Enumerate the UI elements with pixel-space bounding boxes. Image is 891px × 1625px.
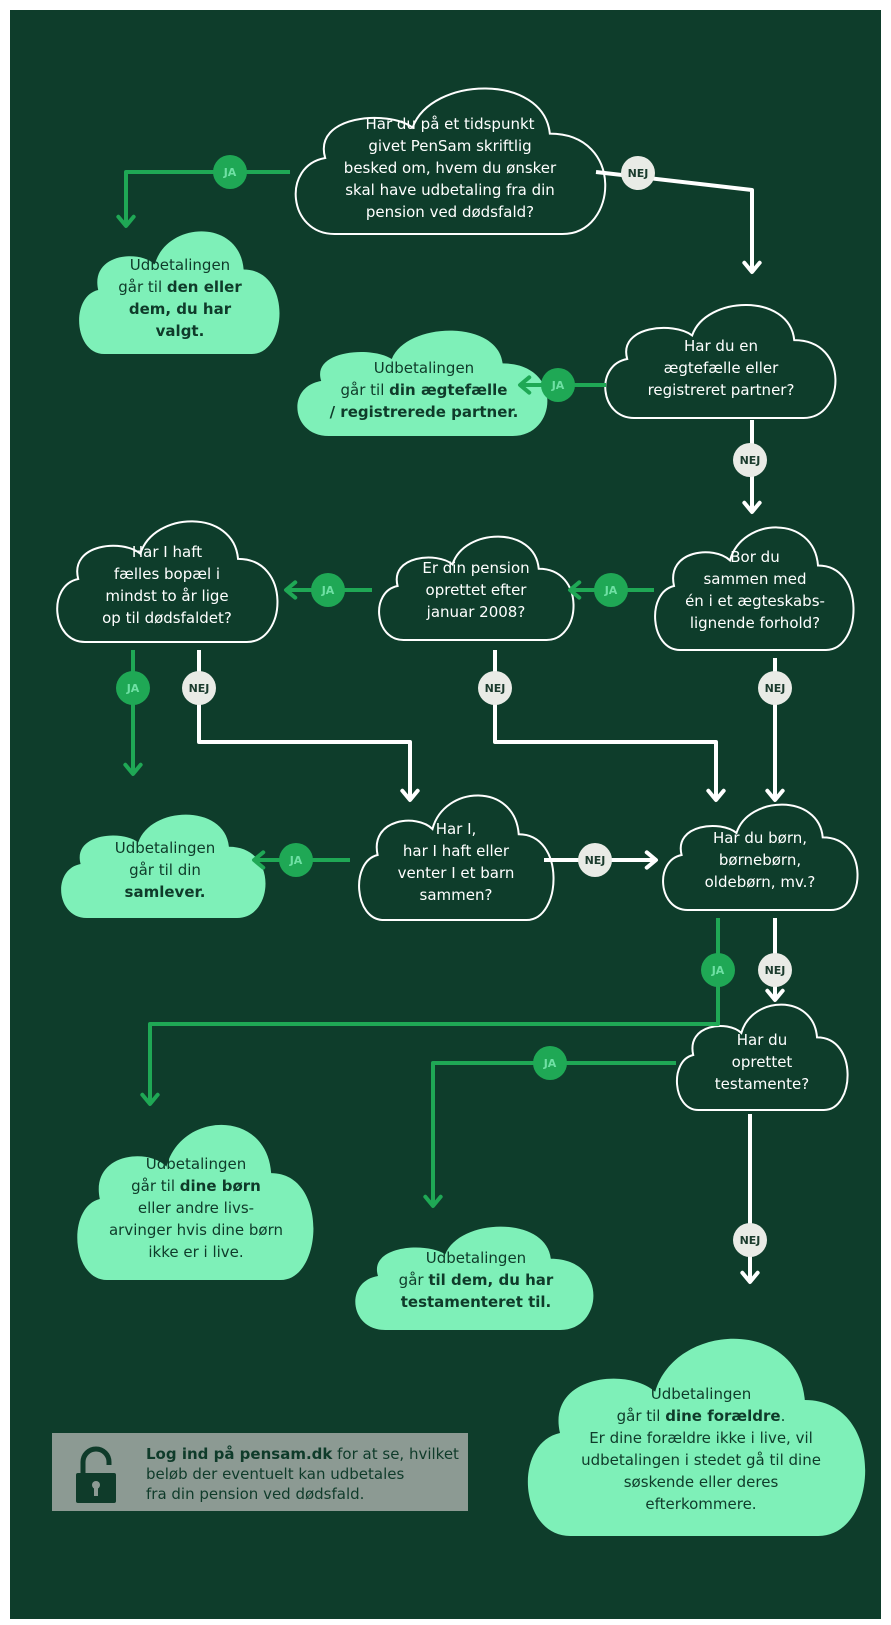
question-pension-date: Er din pension oprettet efter januar 200… xyxy=(422,559,530,621)
cloud-question-shared-residence xyxy=(56,520,279,643)
answer-bold-text: dine forældre xyxy=(665,1407,781,1425)
nej-badge-q7: NEJ xyxy=(758,953,792,987)
answer-children: Udbetalingen går til dine børn eller and… xyxy=(86,1148,306,1268)
answer-testament: Udbetalingen går til dem, du har testame… xyxy=(376,1240,576,1320)
cloud-question-cohabiting xyxy=(654,526,855,651)
cloud-question-shared-child xyxy=(358,794,555,921)
answer-text: Udbetalingen går til xyxy=(616,1385,752,1425)
question-written-notice: Har du på et tidspunkt givet PenSam skri… xyxy=(343,115,557,221)
arrow-q7-ja xyxy=(140,918,720,1106)
question-spouse: Har du en ægtefælle eller registreret pa… xyxy=(647,337,795,399)
answer-bold-text: samlever. xyxy=(124,883,206,901)
ja-badge-q2: JA xyxy=(541,368,575,402)
arrow-q8-nej-head xyxy=(740,1270,760,1284)
arrow-q2-nej-head xyxy=(742,500,762,514)
question-descendants: Har du børn, børnebørn, oldebørn, mv.? xyxy=(704,829,816,891)
answer-text: Udbetalingen går xyxy=(398,1249,527,1289)
cloud-answer-chosen-beneficiaries xyxy=(79,231,280,354)
question-cohabiting: Bor du sammen med én i et ægteskabs- lig… xyxy=(685,548,825,632)
arrow-q3-ja-head xyxy=(568,580,582,600)
arrow-q5-ja xyxy=(123,650,143,776)
ja-badge-q7: JA xyxy=(701,953,735,987)
answer-text: Udbetalingen går til xyxy=(131,1155,247,1195)
arrow-q1-nej-head xyxy=(742,260,762,274)
answer-parents: Udbetalingen går til dine forældre. Er d… xyxy=(556,1374,846,1524)
arrow-q5-nej xyxy=(197,650,420,802)
arrow-q1-nej xyxy=(595,170,762,274)
arrow-q8-ja xyxy=(423,1061,676,1208)
ja-badge-q5: JA xyxy=(116,671,150,705)
arrow-q3-nej-head xyxy=(765,788,785,802)
nej-badge-q3: NEJ xyxy=(758,671,792,705)
nej-badge-q2: NEJ xyxy=(733,443,767,477)
arrow-q7-nej-head xyxy=(765,988,785,1002)
answer-text: Udbetalingen går til din xyxy=(114,839,216,879)
arrow-q4-nej xyxy=(493,650,726,802)
arrow-q4-ja-head xyxy=(284,580,298,600)
login-info-rest: for at se, hvilket beløb der eventuelt k… xyxy=(146,1445,459,1503)
answer-text-tail: eller andre livs- arvinger hvis dine bør… xyxy=(108,1199,284,1261)
ja-badge-q3: JA xyxy=(594,573,628,607)
cloud-question-testament xyxy=(675,1003,849,1111)
answer-text: Udbetalingen går til xyxy=(340,359,475,399)
question-shared-child: Har I, har I haft eller venter I et barn… xyxy=(397,820,515,904)
arrow-q1-ja xyxy=(116,170,290,228)
cloud-answer-spouse xyxy=(297,330,548,436)
login-info-box xyxy=(52,1433,468,1511)
answer-bold-text: dine børn xyxy=(179,1177,261,1195)
arrow-q5-nej-head xyxy=(400,788,420,802)
answer-text: Udbetalingen går til xyxy=(118,256,231,296)
cloud-answer-children xyxy=(77,1124,314,1280)
answer-chosen-beneficiaries-text: Udbetalingen går til den eller dem, du h… xyxy=(90,248,270,348)
cloud-answer-parents xyxy=(527,1338,866,1536)
answer-text-tail: . Er dine forældre ikke i live, vil udbe… xyxy=(581,1407,821,1513)
answer-bold-text: din ægtefælle / registrerede partner. xyxy=(329,381,519,421)
cloud-answer-testament xyxy=(355,1226,594,1330)
arrow-q8-ja-head xyxy=(423,1194,443,1208)
nej-badge-q1: NEJ xyxy=(621,156,655,190)
arrow-q1-ja-head xyxy=(116,214,136,228)
answer-cohabitant: Udbetalingen går til din samlever. xyxy=(80,830,250,910)
login-info-text: Log ind på pensam.dk for at se, hvilket … xyxy=(146,1444,466,1504)
cloud-question-spouse xyxy=(604,304,837,419)
ja-badge-q1: JA xyxy=(213,155,247,189)
nej-badge-q4: NEJ xyxy=(478,671,512,705)
question-shared-residence: Har I haft fælles bopæl i mindst to år l… xyxy=(102,543,232,627)
arrow-q6-ja-head xyxy=(252,850,266,870)
arrow-q2-ja-head xyxy=(518,375,532,395)
ja-badge-q8: JA xyxy=(533,1046,567,1080)
question-testament: Har du oprettet testamente? xyxy=(714,1031,810,1093)
ja-badge-q4: JA xyxy=(311,573,345,607)
cloud-question-descendants xyxy=(662,803,859,911)
cloud-answer-cohabitant xyxy=(61,814,266,918)
cloud-question-pension-date xyxy=(378,535,575,641)
arrow-q6-nej-head xyxy=(644,850,658,870)
ja-badge-q6: JA xyxy=(279,843,313,877)
answer-bold-text: til dem, du har testamenteret til. xyxy=(400,1271,554,1311)
arrow-q7-ja-head xyxy=(140,1092,160,1106)
answer-bold-text: den eller dem, du har valgt. xyxy=(128,278,242,340)
arrow-q5-ja-head xyxy=(123,762,143,776)
login-link-text[interactable]: Log ind på pensam.dk xyxy=(146,1445,333,1463)
answer-spouse: Udbetalingen går til din ægtefælle / reg… xyxy=(314,350,534,430)
arrow-q4-nej-head xyxy=(706,788,726,802)
nej-badge-q5: NEJ xyxy=(182,671,216,705)
lock-icon xyxy=(76,1446,116,1503)
nej-badge-q6: NEJ xyxy=(578,843,612,877)
nej-badge-q8: NEJ xyxy=(733,1223,767,1257)
